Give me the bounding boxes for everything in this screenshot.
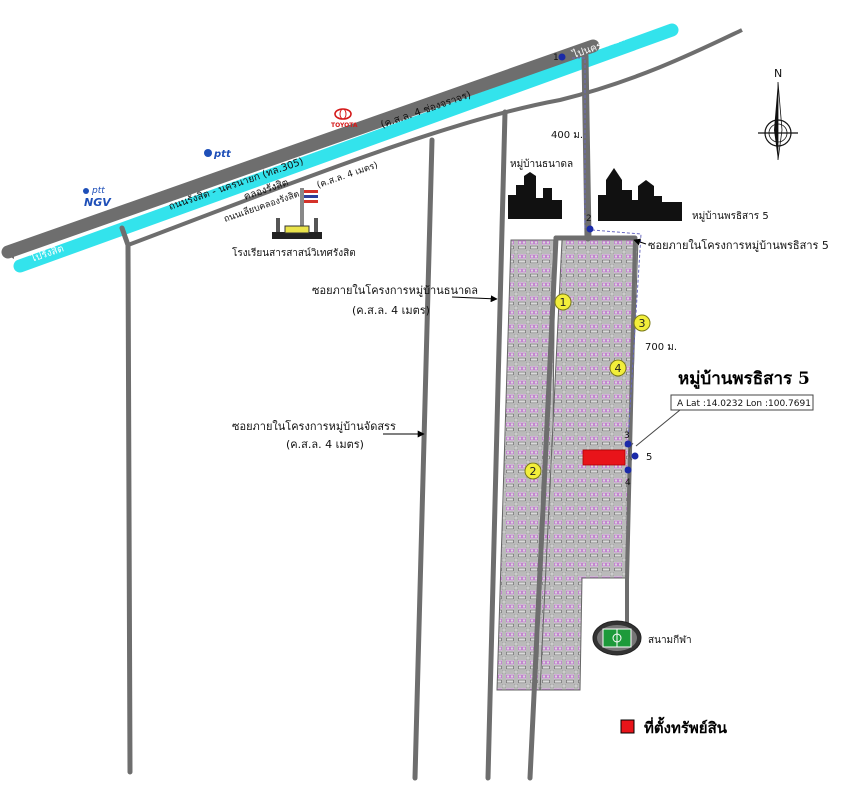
svg-text:4: 4 <box>615 362 622 375</box>
svg-text:A Lat :14.0232 Lon :100.7691: A Lat :14.0232 Lon :100.7691 <box>677 399 811 409</box>
soi-tanadol-label: ซอยภายในโครงการหมู่บ้านธนาดล <box>312 283 478 297</box>
housing-blocks <box>496 239 639 691</box>
marker-4: 4 <box>609 359 627 377</box>
ptt-logo: ptt <box>204 149 232 160</box>
distance-400: 400 ม. <box>551 130 583 141</box>
marker-3: 3 <box>633 314 651 332</box>
marker-1: 1 <box>554 293 572 311</box>
svg-text:1: 1 <box>560 296 567 309</box>
yellow-markers: 1 2 3 4 <box>524 293 651 480</box>
svg-text:2: 2 <box>530 465 537 478</box>
point-4: 4 <box>624 466 632 488</box>
svg-text:2: 2 <box>586 214 592 224</box>
svg-text:NGV: NGV <box>84 196 112 209</box>
property-marker <box>582 449 626 466</box>
soi-jadsan-spec: (ค.ส.ล. 4 เมตร) <box>286 438 364 451</box>
marker-2: 2 <box>524 462 542 480</box>
stadium-icon <box>592 620 642 656</box>
svg-text:5: 5 <box>646 452 652 463</box>
canal <box>13 23 679 273</box>
school-label: โรงเรียนสารสาสน์วิเทศรังสิต <box>232 246 356 259</box>
coordinate-box: A Lat :14.0232 Lon :100.7691 <box>670 394 814 411</box>
main-highway <box>1 39 600 259</box>
stadium-label: สนามกีฬา <box>648 634 692 646</box>
ngv-logo: ptt NGV <box>83 186 112 209</box>
legend-label: ที่ตั้งทรัพย์สิน <box>644 716 728 737</box>
svg-text:ptt: ptt <box>213 149 232 160</box>
svg-text:TOYOTA: TOYOTA <box>331 122 358 129</box>
distance-700: 700 ม. <box>645 342 677 353</box>
legend: ที่ตั้งทรัพย์สิน <box>620 716 728 737</box>
legend-swatch <box>620 719 635 734</box>
blue-points: 1 2 3 4 5 <box>553 53 652 488</box>
canal-side-road <box>127 28 743 247</box>
distance-lines <box>572 57 642 441</box>
svg-text:1: 1 <box>553 53 559 63</box>
village-tanadol-label: หมู่บ้านธนาดล <box>510 158 573 170</box>
point-3: 3 <box>624 431 632 448</box>
soi-jadsan-label: ซอยภายในโครงการหมู่บ้านจัดสรร <box>232 419 396 433</box>
highway-arrow-left <box>2 245 14 259</box>
svg-text:3: 3 <box>639 317 646 330</box>
soi-tanadol-spec: (ค.ส.ล. 4 เมตร) <box>352 304 430 317</box>
map-title: หมู่บ้านพรธิสาร 5 <box>678 369 810 390</box>
porn-skyline-icon <box>598 168 682 221</box>
svg-text:3: 3 <box>624 431 630 441</box>
vertical-roads <box>119 52 638 781</box>
school-icon <box>272 188 322 239</box>
svg-text:4: 4 <box>625 478 631 488</box>
toyota-logo: TOYOTA <box>331 108 358 129</box>
svg-text:ptt: ptt <box>91 186 105 196</box>
canal-road-spec: (ค.ส.ล. 4 เมตร) <box>316 161 380 191</box>
point-2: 2 <box>586 214 594 233</box>
svg-text:N: N <box>774 67 782 80</box>
point-5: 5 <box>631 452 652 463</box>
tanadol-skyline-icon <box>508 172 562 219</box>
soi-porn-label: ซอยภายในโครงการหมู่บ้านพรธิสาร 5 <box>648 238 829 252</box>
north-arrow-icon: N <box>758 67 798 161</box>
point-1: 1 <box>553 53 566 63</box>
village-porn-label: หมู่บ้านพรธิสาร 5 <box>692 210 769 222</box>
